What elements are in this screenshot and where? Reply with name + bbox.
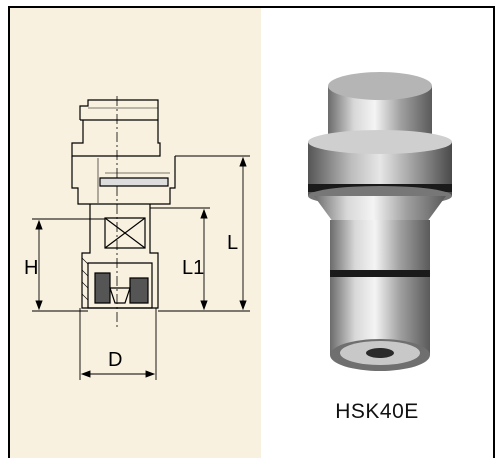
technical-drawing: L L1 H D <box>24 96 250 380</box>
product-photo <box>308 72 452 371</box>
drawing-panel <box>10 8 261 458</box>
dim-label-l1: L1 <box>182 257 204 279</box>
model-label: HSK40E <box>335 400 419 423</box>
outer-frame <box>8 6 495 458</box>
dim-label-h: H <box>24 257 38 279</box>
dim-label-d: D <box>108 349 122 371</box>
dim-label-l: L <box>227 232 238 254</box>
